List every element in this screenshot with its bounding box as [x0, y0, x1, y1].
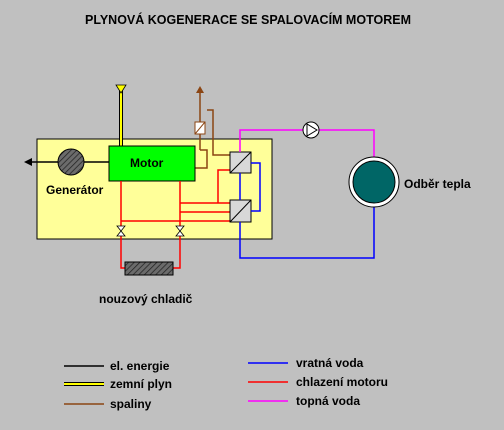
- svg-text:zemní plyn: zemní plyn: [110, 377, 172, 391]
- heat-exchanger-upper-icon: [229, 151, 252, 174]
- electric-line: [24, 158, 109, 166]
- return-water-pipe: [239, 162, 375, 259]
- flue-gas-pipe: [195, 93, 230, 169]
- circulation-pump-icon: [302, 121, 320, 139]
- generator-label: Generátor: [46, 183, 104, 197]
- heat-consumer-label: Odběr tepla: [404, 177, 471, 191]
- legend-item-return: vratná voda: [248, 356, 364, 370]
- legend-item-flue: spaliny: [64, 397, 152, 411]
- diagram-title: PLYNOVÁ KOGENERACE SE SPALOVACÍM MOTOREM: [85, 12, 411, 27]
- svg-text:topná voda: topná voda: [296, 394, 360, 408]
- cooling-valve-right-icon: [175, 225, 185, 237]
- flue-outlet-icon: [196, 86, 204, 93]
- legend-item-gas: zemní plyn: [64, 377, 172, 391]
- emergency-cooler-label: nouzový chladič: [99, 292, 193, 306]
- heating-water-pipe: [239, 129, 375, 160]
- heat-consumer-icon: [348, 156, 400, 208]
- electric-output-arrow-icon: [24, 158, 32, 166]
- legend-item-electric: el. energie: [64, 359, 170, 373]
- legend: el. energie zemní plyn spaliny vratná vo…: [64, 356, 388, 411]
- svg-text:vratná voda: vratná voda: [296, 356, 364, 370]
- legend-item-cooling: chlazení motoru: [248, 375, 388, 389]
- gas-pipe: [115, 84, 127, 146]
- legend-item-heating: topná voda: [248, 394, 360, 408]
- svg-text:chlazení motoru: chlazení motoru: [296, 375, 388, 389]
- svg-text:el. energie: el. energie: [110, 359, 170, 373]
- cooling-valve-left-icon: [116, 225, 126, 237]
- emergency-cooler-icon: [124, 261, 174, 276]
- engine-cooling-loop: [120, 169, 230, 269]
- generator-icon: [57, 148, 85, 176]
- motor-label: Motor: [130, 156, 164, 170]
- motor-block: [108, 145, 196, 182]
- svg-text:spaliny: spaliny: [110, 397, 152, 411]
- gas-inlet-icon: [115, 84, 127, 94]
- heat-exchanger-lower-icon: [229, 199, 252, 223]
